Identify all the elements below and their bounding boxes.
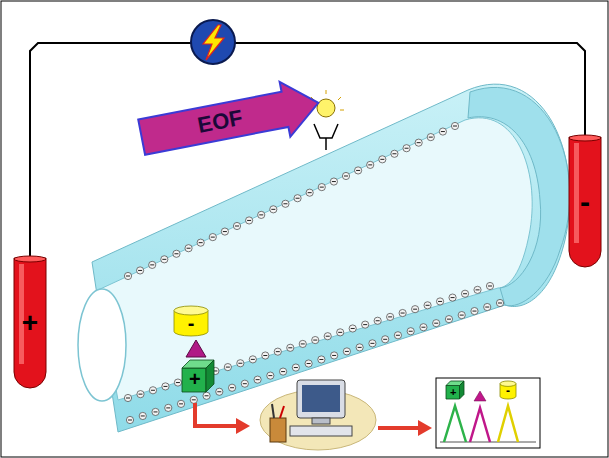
eof-arrow: EOF [136,75,323,164]
capillary-lumen [98,118,532,400]
node-label: + [189,363,207,389]
cathode-vial: - [569,137,601,267]
computer-icon [260,380,376,450]
node-label: - [506,383,510,397]
cation-peak-icon: + [446,381,464,400]
circuit-wire [30,43,585,258]
cation-analyte: + [182,360,214,392]
detector-lamp [308,90,344,150]
node-label: - [580,187,590,217]
anion-peak-icon: - [500,381,516,399]
node-label: + [22,309,38,337]
neutral-analyte [186,340,206,357]
anode-vial: + [14,258,46,388]
anion-analyte: - [174,306,208,336]
capillary-opening [78,289,126,401]
node-label: + [450,383,460,398]
electropherogram [436,378,540,448]
node-label: - [188,309,195,333]
capillary-end [468,87,570,305]
